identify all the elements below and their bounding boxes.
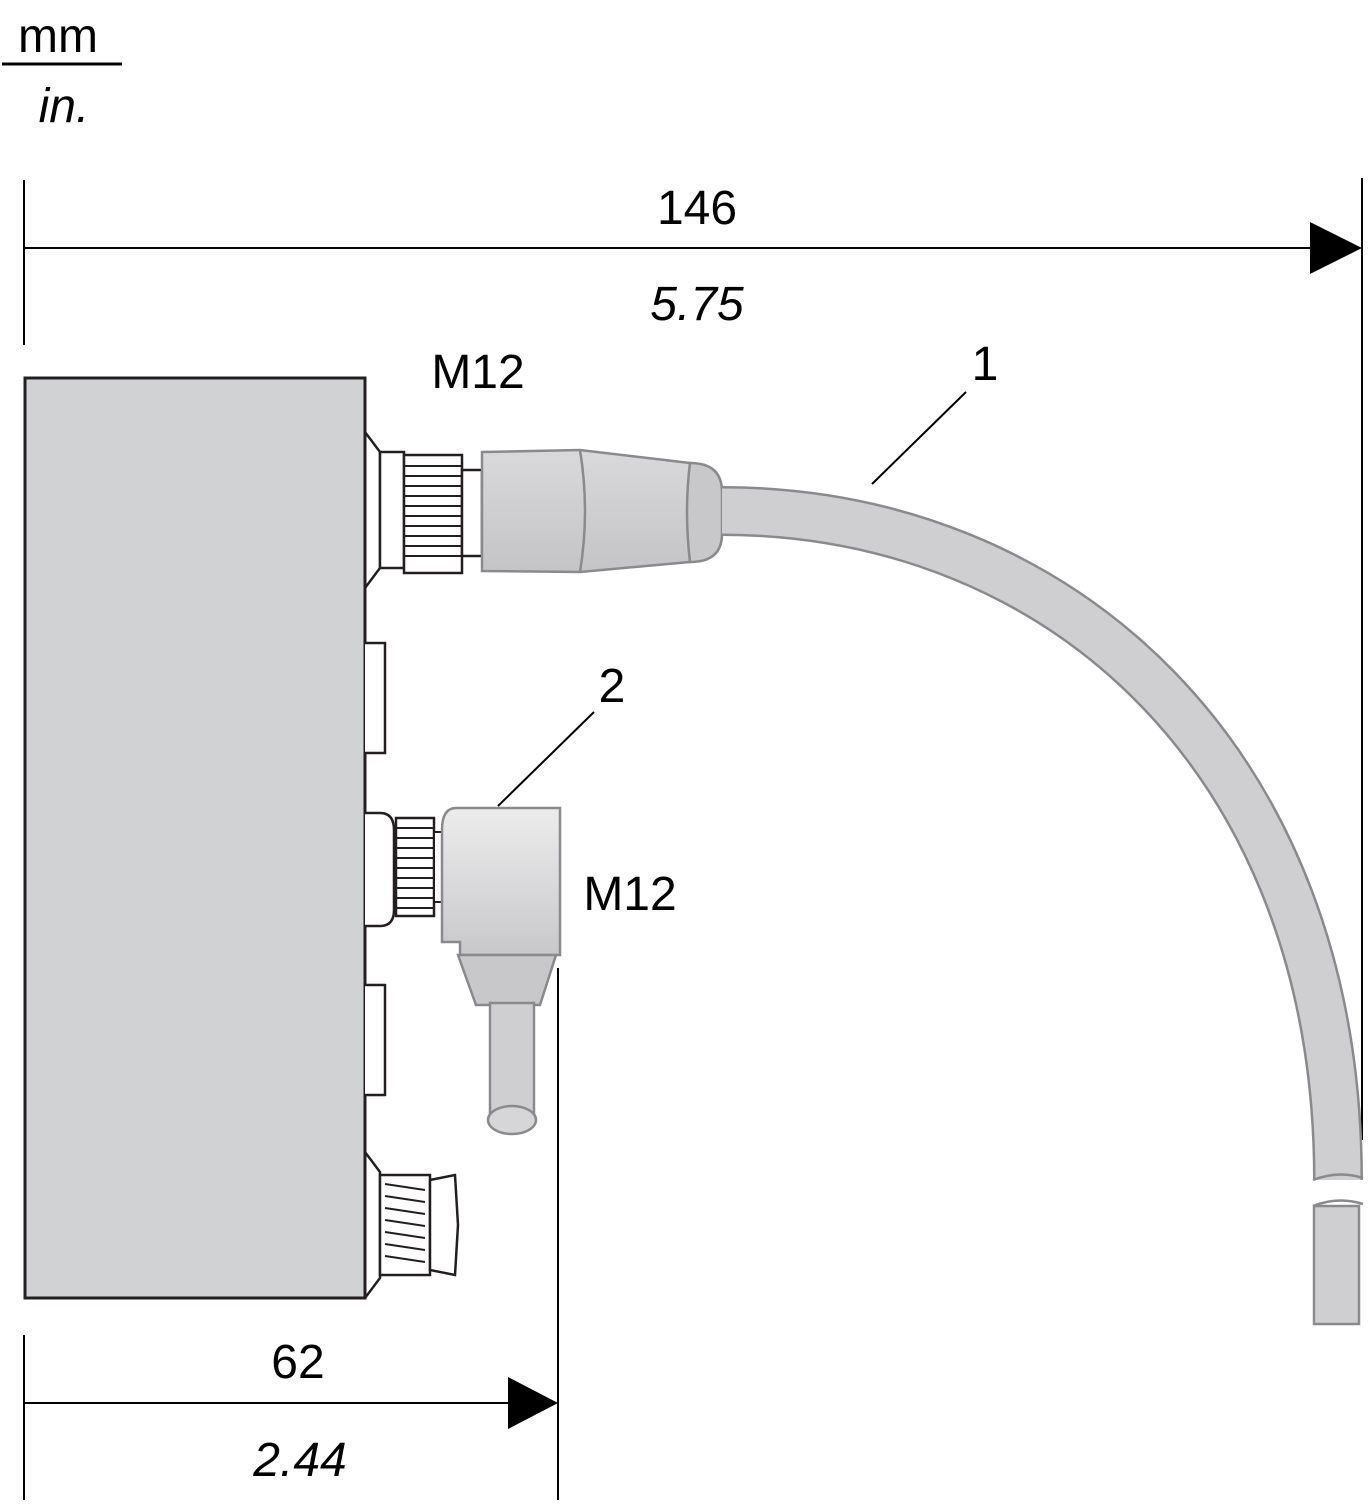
- angled-connector-nut: [394, 816, 445, 918]
- port-cover-2: [365, 983, 387, 1097]
- overall-width-mm: 146: [657, 182, 737, 235]
- port-middle: [365, 811, 396, 928]
- cable-straight: [721, 488, 1361, 1181]
- callout-1: 1: [871, 338, 999, 485]
- angled-connector-body: [440, 806, 562, 1136]
- cable-break: [1310, 1173, 1366, 1326]
- depth-dimension: 62 2.44: [23, 968, 559, 1500]
- arrowhead-top: [1310, 222, 1362, 274]
- unit-mm: mm: [18, 10, 98, 63]
- port-top: [364, 431, 382, 589]
- units-legend: mm in.: [2, 10, 122, 133]
- callout-2-number: 2: [599, 660, 626, 713]
- label-m12-angled: M12: [583, 868, 676, 921]
- module-housing: [23, 376, 367, 1300]
- leader-line-2: [497, 711, 595, 807]
- overall-width-dimension: 146 5.75: [23, 178, 1363, 1140]
- straight-connector-body: [480, 448, 724, 574]
- arrowhead-bottom: [508, 1377, 558, 1429]
- straight-connector-nut: [378, 450, 484, 575]
- unit-in: in.: [39, 80, 90, 133]
- callout-1-number: 1: [972, 338, 999, 391]
- callout-2: 2: [497, 660, 626, 807]
- overall-width-in: 5.75: [650, 278, 744, 331]
- leader-line-1: [871, 391, 967, 485]
- port-cover-1: [365, 641, 387, 755]
- depth-mm: 62: [271, 1336, 324, 1389]
- depth-in: 2.44: [252, 1434, 346, 1487]
- cable-gland: [364, 1151, 460, 1299]
- label-m12-straight: M12: [431, 346, 524, 399]
